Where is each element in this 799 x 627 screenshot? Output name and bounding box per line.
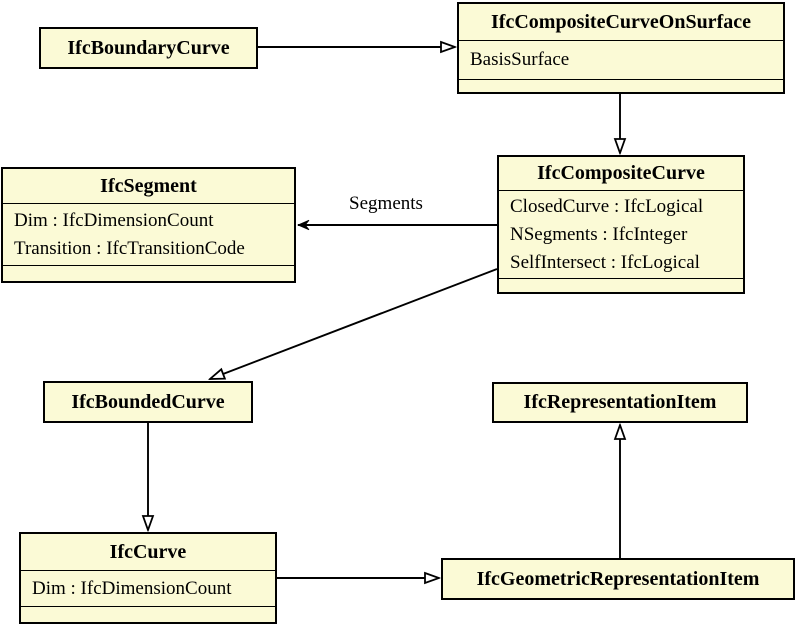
class-empty-compartment xyxy=(3,265,294,281)
class-title: IfcSegment xyxy=(100,174,197,197)
class-title: IfcCompositeCurveOnSurface xyxy=(491,10,751,33)
attribute-basissurface: BasisSurface xyxy=(470,49,570,70)
class-title: IfcGeometricRepresentationItem xyxy=(476,567,760,590)
class-ifcsegment[interactable]: IfcSegment Dim : IfcDimensionCount Trans… xyxy=(1,167,296,283)
class-attributes: ClosedCurve : IfcLogical NSegments : Ifc… xyxy=(499,190,743,278)
class-attributes: Dim : IfcDimensionCount Transition : Ifc… xyxy=(3,203,294,265)
edge-label-segments: Segments xyxy=(349,193,423,214)
class-attributes: Dim : IfcDimensionCount xyxy=(21,570,275,606)
attribute-dim: Dim : IfcDimensionCount xyxy=(14,209,214,231)
class-ifccompositecurve[interactable]: IfcCompositeCurve ClosedCurve : IfcLogic… xyxy=(497,155,745,294)
class-empty-compartment xyxy=(499,278,743,292)
class-title: IfcCurve xyxy=(109,540,187,563)
class-empty-compartment xyxy=(21,606,275,622)
class-title: IfcRepresentationItem xyxy=(523,391,717,413)
class-title: IfcCompositeCurve xyxy=(537,162,705,184)
attribute-closedcurve: ClosedCurve : IfcLogical xyxy=(510,195,704,217)
attribute-selfintersect: SelfIntersect : IfcLogical xyxy=(510,251,700,273)
attribute-dim: Dim : IfcDimensionCount xyxy=(32,577,232,599)
attribute-nsegments: NSegments : IfcInteger xyxy=(510,223,688,245)
class-ifccompositecurveonsurface[interactable]: IfcCompositeCurveOnSurface BasisSurface xyxy=(457,2,785,94)
attribute-transition: Transition : IfcTransitionCode xyxy=(14,237,245,259)
class-attributes: BasisSurface xyxy=(459,40,783,79)
class-title: IfcBoundedCurve xyxy=(71,390,225,413)
class-ifcboundarycurve[interactable]: IfcBoundaryCurve xyxy=(39,27,258,69)
edge-generalization-compositecurve-to-boundedcurve xyxy=(210,268,498,379)
class-ifcrepresentationitem[interactable]: IfcRepresentationItem xyxy=(492,382,748,423)
class-title: IfcBoundaryCurve xyxy=(67,36,230,59)
class-ifcgeometricrepresentationitem[interactable]: IfcGeometricRepresentationItem xyxy=(441,558,795,600)
class-ifccurve[interactable]: IfcCurve Dim : IfcDimensionCount xyxy=(19,532,277,624)
class-empty-compartment xyxy=(459,79,783,92)
class-ifcboundedcurve[interactable]: IfcBoundedCurve xyxy=(43,381,253,423)
